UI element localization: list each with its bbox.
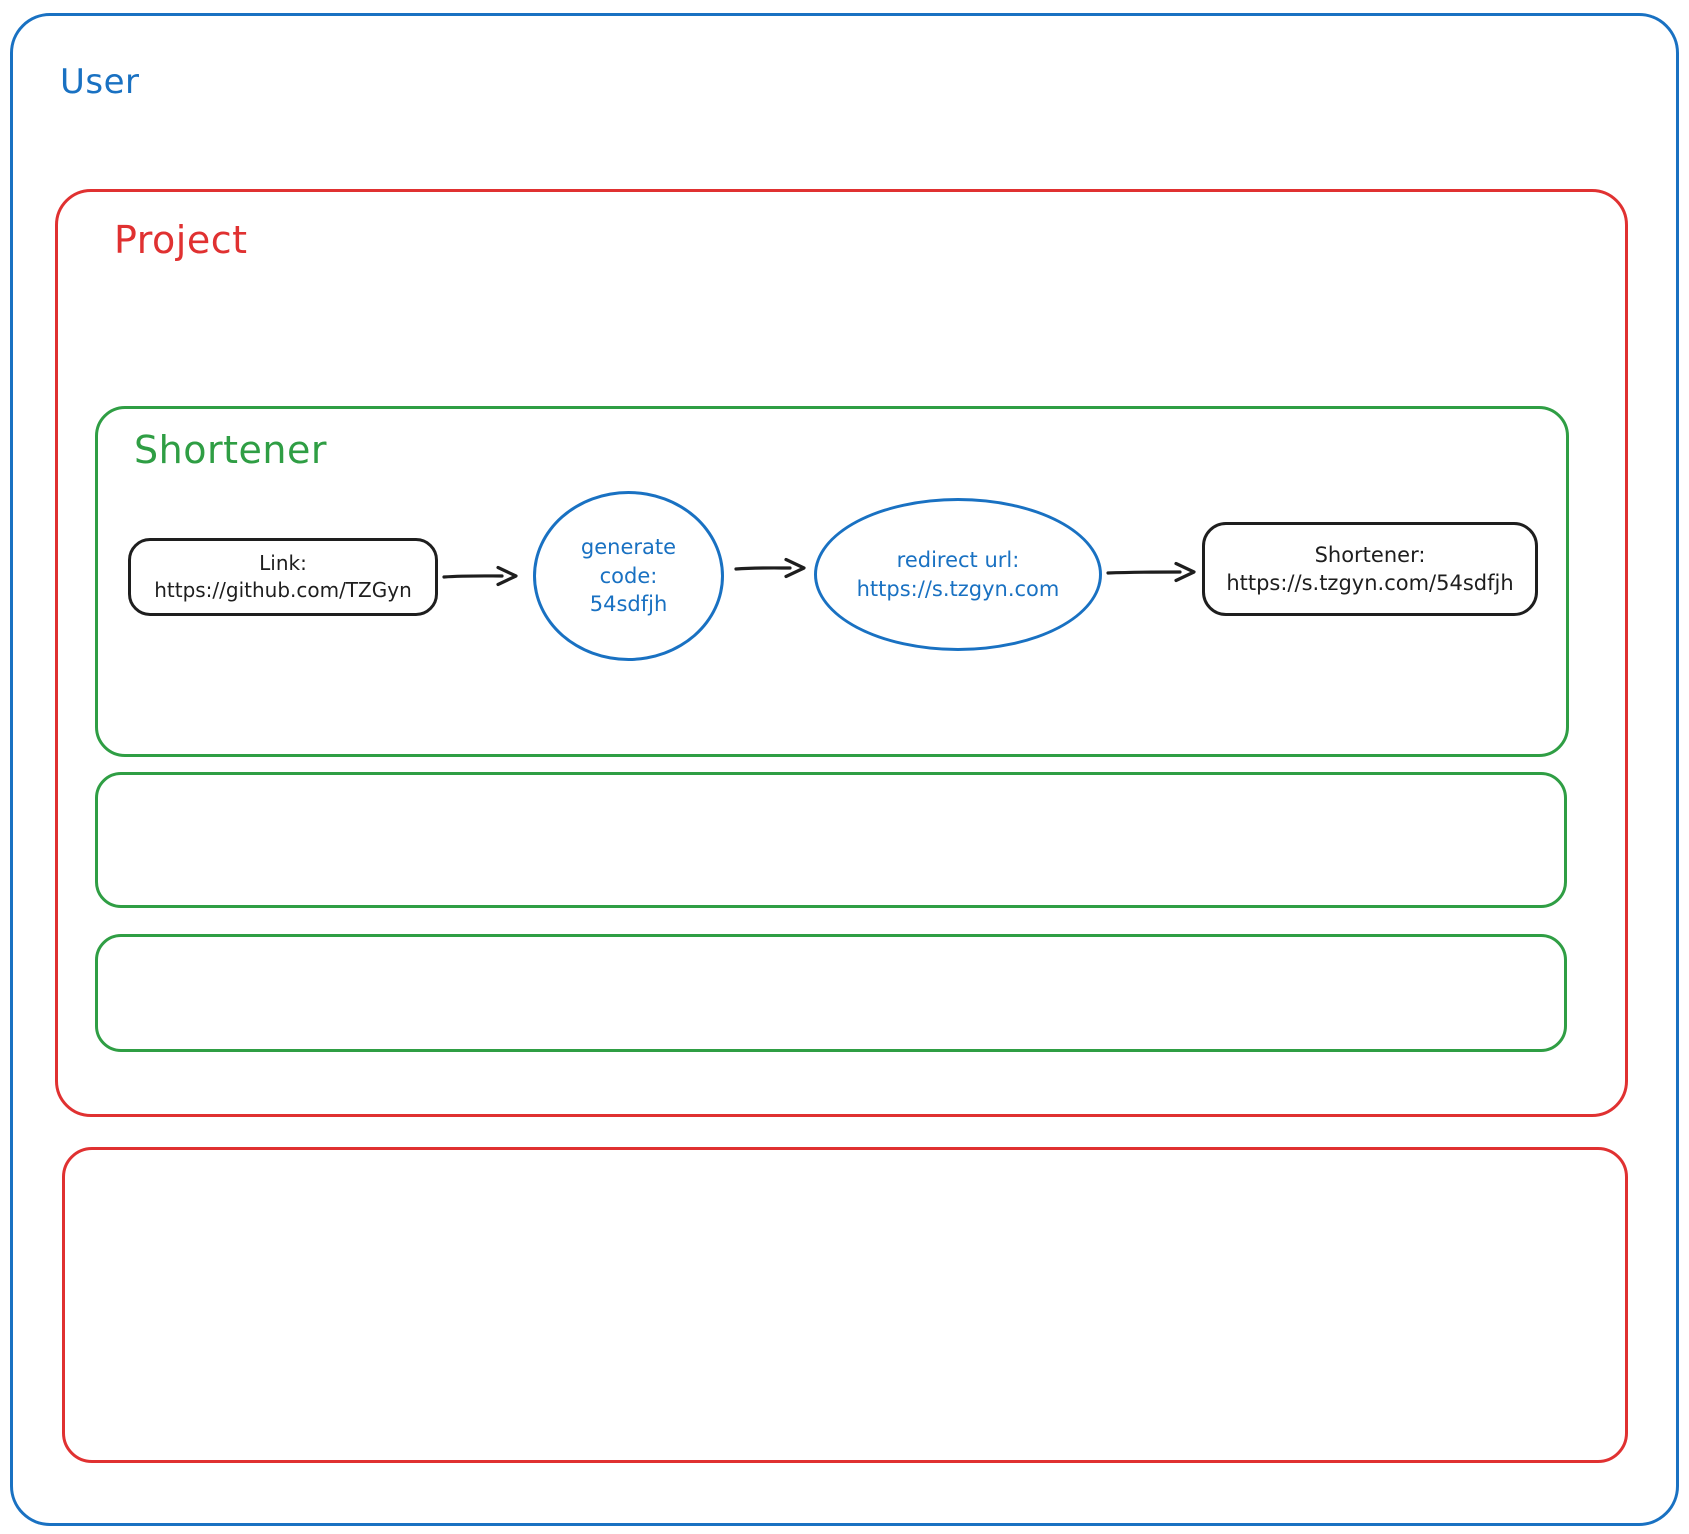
empty-red-box[interactable] bbox=[62, 1147, 1628, 1463]
generate-code-line2: code: bbox=[599, 563, 658, 588]
redirect-url-line2: https://s.tzgyn.com bbox=[856, 576, 1060, 601]
user-container-box[interactable] bbox=[10, 13, 1679, 1526]
redirect-url-line1: redirect url: bbox=[896, 548, 1020, 573]
link-node[interactable]: Link: https://github.com/TZGyn bbox=[128, 538, 438, 616]
flow-arrow-2-icon[interactable] bbox=[734, 555, 808, 581]
user-label: User bbox=[60, 62, 140, 102]
link-node-url: https://github.com/TZGyn bbox=[154, 578, 412, 602]
redirect-url-node[interactable]: redirect url: https://s.tzgyn.com bbox=[814, 498, 1102, 651]
shortener-label: Shortener bbox=[134, 428, 327, 472]
project-container-box[interactable] bbox=[55, 189, 1628, 1117]
project-label: Project bbox=[114, 218, 248, 262]
shortener-result-title: Shortener: bbox=[1314, 542, 1426, 567]
empty-green-box-2[interactable] bbox=[95, 934, 1567, 1052]
generate-code-line1: generate bbox=[580, 535, 677, 560]
empty-green-box-1[interactable] bbox=[95, 772, 1567, 908]
shortener-container-box[interactable] bbox=[95, 406, 1569, 757]
shortener-result-node[interactable]: Shortener: https://s.tzgyn.com/54sdfjh bbox=[1202, 522, 1538, 616]
flow-arrow-1-icon[interactable] bbox=[442, 563, 520, 589]
link-node-title: Link: bbox=[259, 551, 307, 575]
generate-code-line3: 54sdfjh bbox=[589, 592, 668, 617]
shortener-result-url: https://s.tzgyn.com/54sdfjh bbox=[1226, 571, 1514, 595]
flow-arrow-3-icon[interactable] bbox=[1106, 559, 1198, 585]
generate-code-node[interactable]: generate code: 54sdfjh bbox=[533, 491, 724, 661]
